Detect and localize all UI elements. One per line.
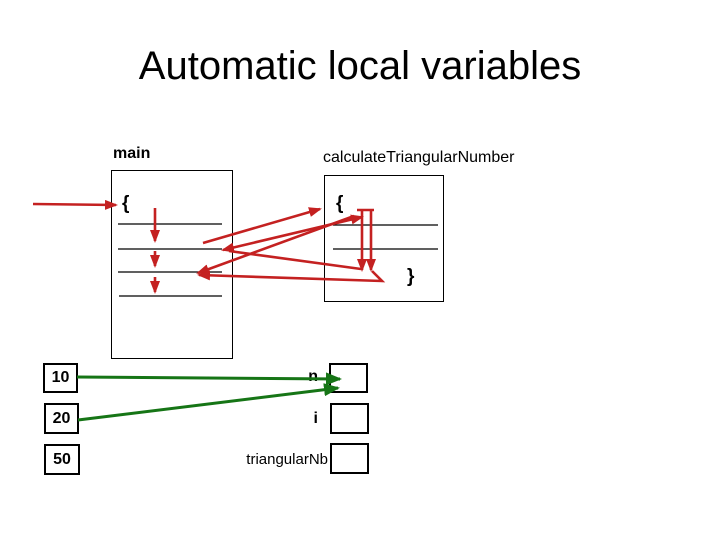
variable-box-triangularNb: [330, 443, 369, 474]
stack-value-box: 20: [44, 403, 79, 434]
stack-value-10: 10: [51, 369, 70, 386]
stack-value-50: 50: [53, 450, 71, 468]
function-open-brace: {: [336, 193, 344, 214]
function-close-brace: }: [407, 266, 415, 287]
stack-value-box: 50: [44, 444, 80, 475]
variable-label-triangularNb: triangularNb: [246, 451, 328, 468]
slide-title: Automatic local variables: [138, 44, 582, 88]
variable-label-i: i: [313, 410, 318, 427]
main-frame-label: main: [113, 145, 151, 162]
stack-value-box: 10: [43, 363, 78, 393]
stack-value-20: 20: [52, 409, 71, 427]
main-open-brace: {: [122, 193, 130, 214]
variable-box-n: [329, 363, 368, 393]
variable-box-i: [330, 403, 369, 434]
program-entry-arrow: [32, 199, 118, 210]
variable-label-n: n: [308, 368, 318, 385]
function-frame-label: calculateTriangularNumber: [323, 149, 515, 166]
